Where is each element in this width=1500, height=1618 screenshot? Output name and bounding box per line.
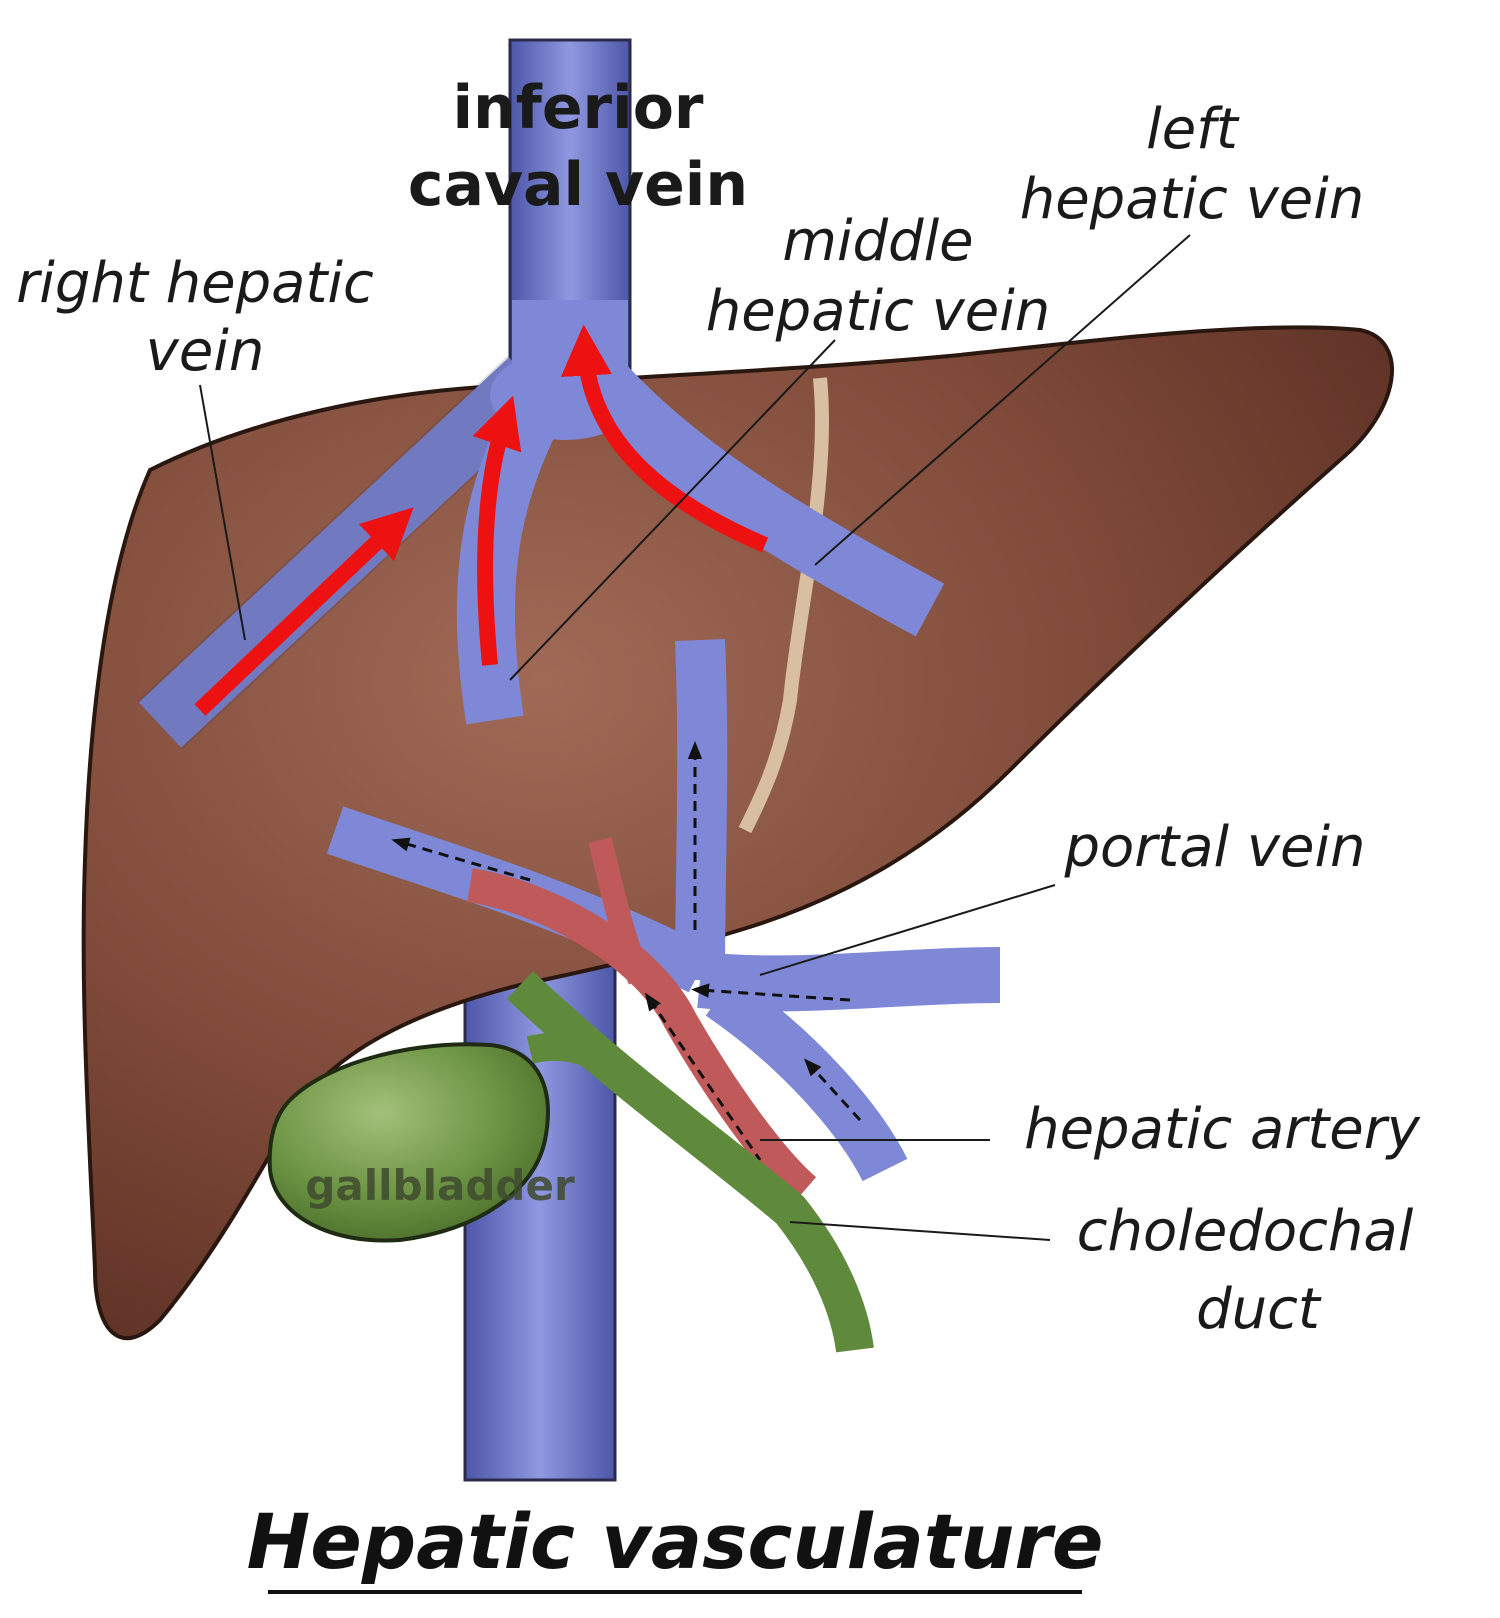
label-middle-hepatic-vein-line1: middle (782, 209, 973, 274)
labels: inferior caval vein right hepatic vein m… (16, 73, 1421, 1342)
label-right-hepatic-vein-line2: vein (146, 319, 265, 384)
label-left-hepatic-vein-line2: hepatic vein (1020, 167, 1365, 232)
label-right-hepatic-vein-line1: right hepatic (16, 251, 374, 316)
falciform-ligament (738, 377, 829, 834)
label-middle-hepatic-vein-line2: hepatic vein (706, 279, 1051, 344)
label-ivc-line1: inferior (452, 73, 703, 143)
flow-arrow-icon (560, 324, 769, 553)
leader-lines (199, 234, 1191, 1241)
hepatic-artery (466, 837, 817, 1203)
leader-middle-hepatic-vein (509, 339, 836, 681)
label-left-hepatic-vein-line1: left (1146, 97, 1240, 162)
diagram-title: Hepatic vasculature (247, 1497, 1104, 1594)
label-portal-vein: portal vein (1063, 815, 1365, 880)
label-choledochal-duct-line2: duct (1196, 1277, 1322, 1342)
choledochal-duct (506, 971, 874, 1353)
leader-choledochal-duct (789, 1221, 1051, 1241)
title-text: Hepatic vasculature (247, 1497, 1104, 1586)
flow-arrow-icon (194, 507, 414, 716)
leader-portal-vein (759, 884, 1056, 976)
flow-arrows (194, 324, 769, 716)
leader-left-hepatic-vein (814, 234, 1191, 566)
liver (81, 325, 1394, 1341)
hepatic-veins (137, 300, 945, 750)
flow-arrow-icon (472, 395, 522, 666)
right-hepatic-vein (138, 357, 552, 748)
label-ivc-line2: caval vein (408, 150, 748, 220)
label-hepatic-artery: hepatic artery (1024, 1097, 1421, 1162)
left-hepatic-vein (577, 359, 945, 637)
leader-right-hepatic-vein (199, 384, 246, 641)
label-choledochal-duct-line1: choledochal (1077, 1199, 1414, 1264)
gallbladder (267, 1042, 550, 1243)
label-gallbladder: gallbladder (305, 1161, 575, 1210)
